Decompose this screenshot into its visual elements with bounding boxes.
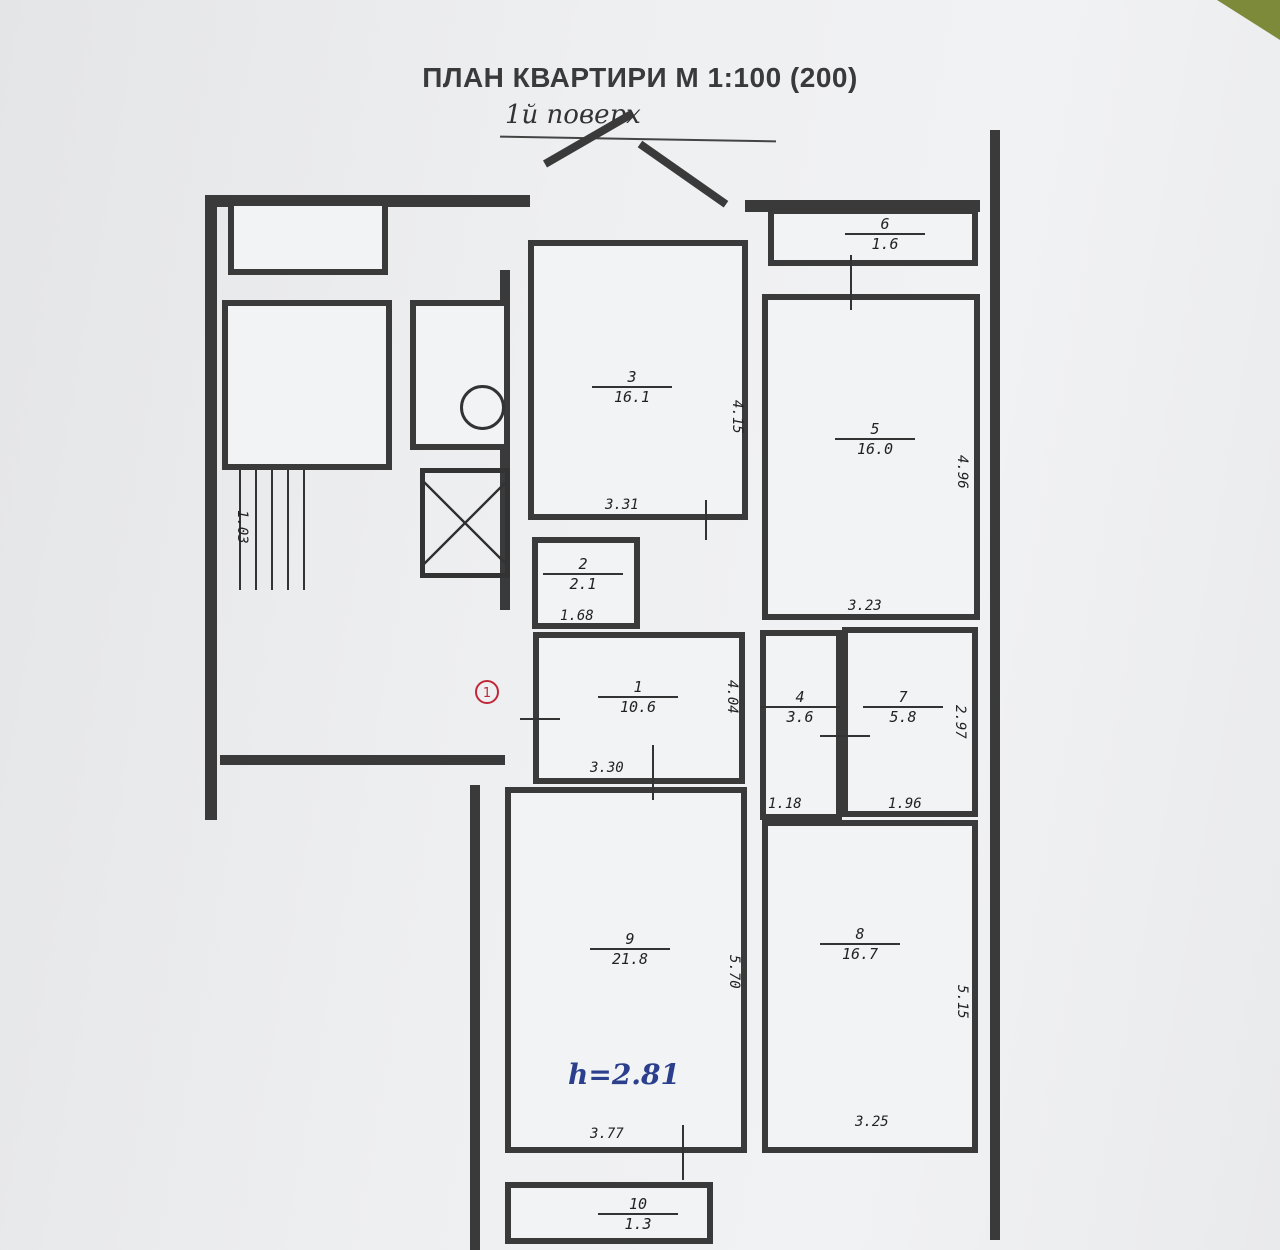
- room-1-depth: 4.04: [724, 680, 740, 714]
- background-corner: [1217, 0, 1280, 40]
- room-4: [760, 630, 842, 820]
- room-2: [532, 537, 640, 629]
- room-7-width: 1.96: [888, 796, 922, 812]
- door-tick: [652, 745, 654, 800]
- door-tick: [682, 1125, 684, 1180]
- floor-note-underline: [500, 135, 776, 143]
- wall-south-west: [470, 785, 480, 1250]
- room-7-depth: 2.97: [952, 705, 968, 739]
- room-1-width: 3.30: [590, 760, 624, 776]
- wall-west: [205, 195, 217, 820]
- shaft-box: [410, 300, 510, 450]
- elevator-shaft-icon: [420, 468, 510, 578]
- room-5: [762, 294, 980, 620]
- room-5-depth: 4.96: [954, 455, 970, 489]
- room-1: [533, 632, 745, 784]
- room-4-width: 1.18: [768, 796, 802, 812]
- room-9-width: 3.77: [590, 1126, 624, 1142]
- staircase: [225, 470, 305, 590]
- plan-title: ПЛАН КВАРТИРИ М 1:100 (200): [422, 62, 858, 93]
- room-9: [505, 787, 747, 1153]
- room-8: [762, 820, 978, 1153]
- shaft-circle-icon: [460, 385, 505, 430]
- room-9-depth: 5.70: [726, 955, 742, 989]
- door-tick: [705, 500, 707, 540]
- stairwell-landing: [222, 300, 392, 470]
- room-3-depth: 4.15: [729, 400, 745, 434]
- ceiling-height-note: h=2.81: [568, 1058, 681, 1091]
- bay-window-right: [637, 140, 729, 208]
- room-6: [768, 208, 978, 266]
- door-tick: [520, 718, 560, 720]
- wall-east: [990, 130, 1000, 1240]
- room-8-width: 3.25: [855, 1114, 889, 1130]
- entrance-marker: 1: [475, 680, 499, 704]
- room-10: [505, 1182, 713, 1244]
- room-2-width: 1.68: [560, 608, 594, 624]
- room-5-width: 3.23: [848, 598, 882, 614]
- room-7: [842, 627, 978, 817]
- room-3: [528, 240, 748, 520]
- wall-stair-south: [220, 755, 505, 765]
- room-3-width: 3.31: [605, 497, 639, 513]
- door-tick: [850, 255, 852, 310]
- stair-dim: 1.03: [234, 510, 250, 544]
- room-8-depth: 5.15: [954, 985, 970, 1019]
- door-tick: [820, 735, 870, 737]
- stair-window-box: [228, 200, 388, 275]
